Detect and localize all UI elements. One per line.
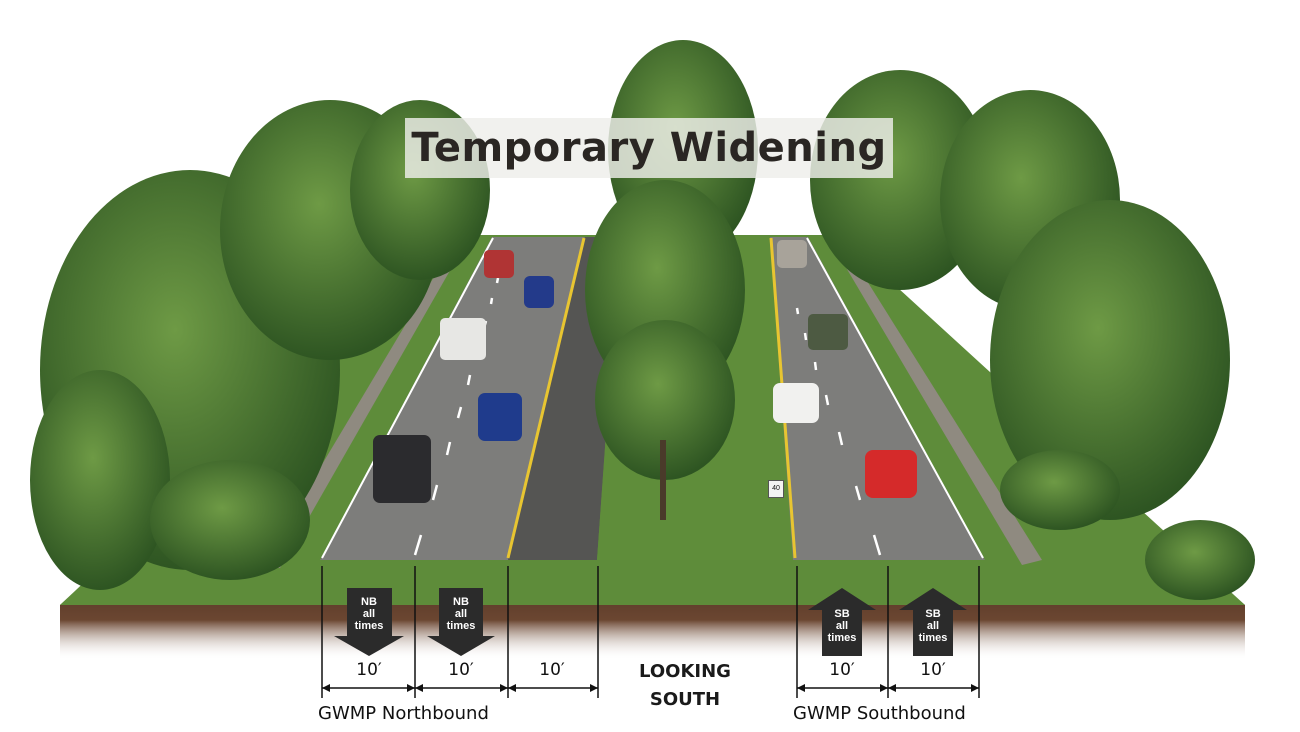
arrow-label-line: all	[454, 608, 468, 620]
arrow-label-line: times	[354, 620, 384, 632]
sb-arrow-2	[899, 588, 967, 656]
direction-arrows	[334, 588, 967, 656]
diagram-title: Temporary Widening	[411, 125, 887, 171]
looking-line-2: SOUTH	[649, 689, 721, 710]
sb-lane-dashes	[795, 307, 882, 556]
nb-dimension-lines	[321, 566, 599, 698]
widening-lane-width: 10′	[539, 660, 565, 680]
sb-arrow-2-label: SB all times	[898, 608, 968, 678]
title-banner: Temporary Widening	[405, 118, 893, 178]
left-trees	[30, 100, 490, 590]
arrow-label-line: SB	[834, 608, 850, 620]
northbound-caption: GWMP Northbound	[318, 703, 489, 724]
southbound-caption: GWMP Southbound	[793, 703, 966, 724]
nb-lane-2-width: 10′	[448, 660, 474, 680]
nb-dimension-ticks	[322, 684, 598, 692]
arrow-label-line: NB	[361, 596, 377, 608]
arrow-label-line: all	[362, 608, 376, 620]
nb-arrow-1-label: NB all times	[334, 596, 404, 666]
sb-lane-2-width: 10′	[920, 660, 946, 680]
arrow-label-line: times	[918, 632, 948, 644]
nb-arrow-2	[427, 588, 495, 656]
sb-dimension-ticks	[797, 684, 979, 692]
speed-limit-sign: 40	[768, 480, 784, 498]
arrow-label-line: SB	[925, 608, 941, 620]
arrow-label-line: times	[827, 632, 857, 644]
arrow-label-line: NB	[453, 596, 469, 608]
arrow-label-line: all	[926, 620, 940, 632]
nb-lane-1-width: 10′	[356, 660, 382, 680]
arrow-label-line: times	[446, 620, 476, 632]
right-stone-wall	[825, 230, 1042, 565]
nb-arrow-1	[334, 588, 404, 656]
arrow-label-line: all	[835, 620, 849, 632]
sb-lane-1-width: 10′	[829, 660, 855, 680]
left-stone-wall	[262, 230, 472, 568]
sb-arrow-1-label: SB all times	[807, 608, 877, 678]
vehicles	[373, 240, 917, 503]
nb-arrow-2-label: NB all times	[426, 596, 496, 666]
sb-arrow-1	[808, 588, 876, 656]
looking-direction-label: LOOKING SOUTH	[630, 658, 740, 714]
looking-line-1: LOOKING	[639, 661, 731, 682]
